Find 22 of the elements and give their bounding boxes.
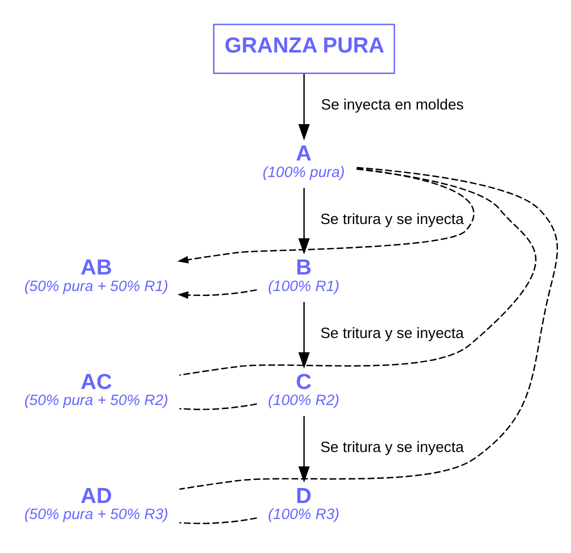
arrow	[177, 288, 257, 298]
node-text: A (100% pura)	[262, 140, 345, 180]
node-text: D (100% R3)	[268, 482, 340, 523]
edge-label: Se inyecta en moldes	[321, 96, 464, 114]
arrow	[298, 416, 310, 482]
arrow	[298, 187, 310, 254]
edge-label: Se tritura y se inyecta	[320, 324, 464, 342]
node-text: C (100% R2)	[268, 368, 340, 409]
edge-label: Se tritura y se inyecta	[320, 438, 464, 456]
node-box: GRANZA PURA	[213, 23, 396, 74]
connector	[179, 166, 558, 490]
node-text: AB (50% pura + 50% R1)	[24, 254, 168, 294]
arrow	[298, 73, 310, 140]
node-text: AD (50% pura + 50% R3)	[24, 482, 168, 523]
node-text: AC (50% pura + 50% R2)	[24, 368, 168, 409]
edge-label: Se tritura y se inyecta	[320, 210, 464, 228]
arrow	[177, 168, 474, 263]
arrow	[298, 301, 310, 368]
node-text: B (100% R1)	[268, 254, 340, 294]
connector	[179, 168, 536, 376]
connector	[179, 402, 257, 410]
connector	[179, 516, 257, 524]
